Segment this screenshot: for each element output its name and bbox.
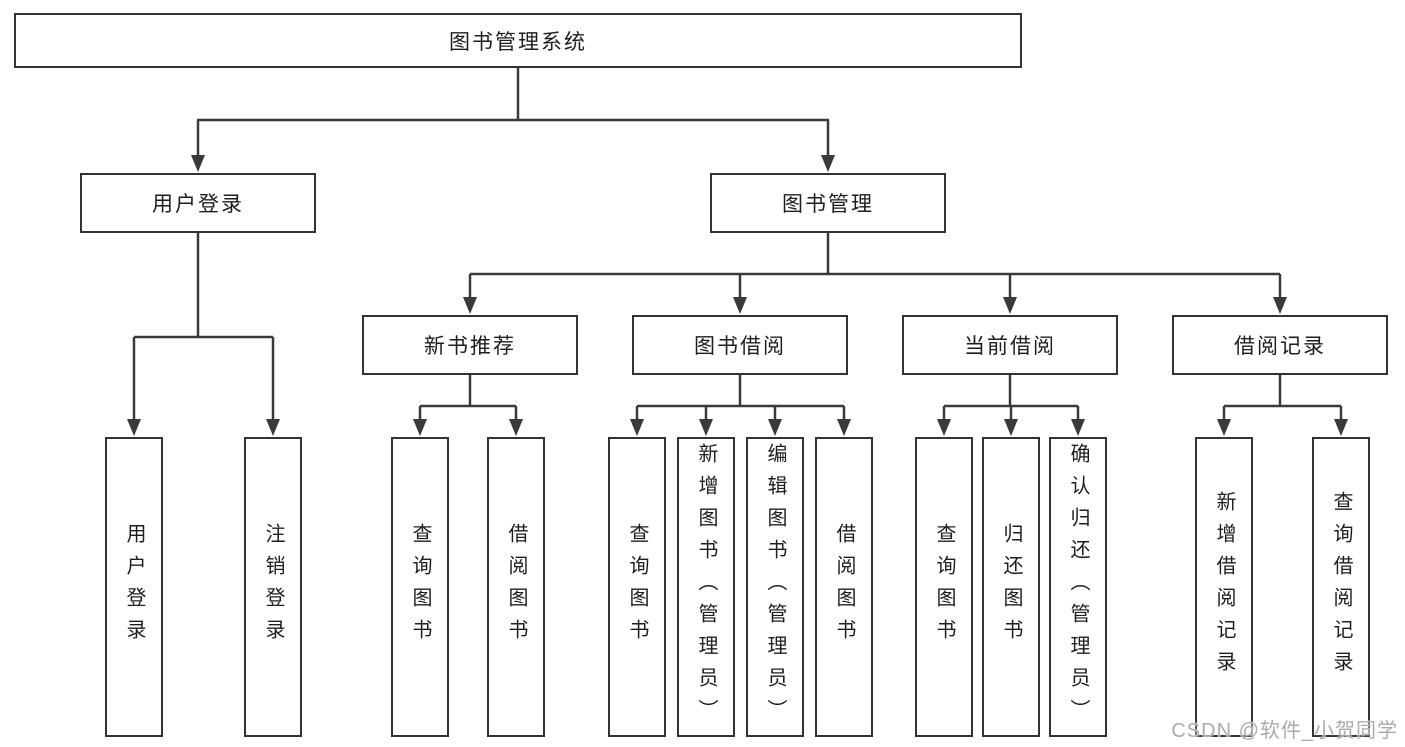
leaf-borrow-books-recommend: 借阅图书 — [487, 437, 545, 737]
leaf-query-borrow-record: 查询借阅记录 — [1312, 437, 1370, 737]
watermark: CSDN @软件_小贺同学 — [1171, 720, 1398, 742]
leaf-query-books-borrow: 查询图书 — [608, 437, 666, 737]
leaf-edit-book-admin: 编辑图书（管理员） — [746, 437, 804, 737]
leaf-add-book-admin: 新增图书（管理员） — [677, 437, 735, 737]
leaf-borrow-books-borrow: 借阅图书 — [815, 437, 873, 737]
leaf-user-login: 用户登录 — [105, 437, 163, 737]
leaf-return-books: 归还图书 — [982, 437, 1040, 737]
node-book-management: 图书管理 — [710, 173, 946, 233]
connector-lines — [132, 68, 1343, 422]
leaf-add-borrow-record: 新增借阅记录 — [1195, 437, 1253, 737]
node-current-borrow: 当前借阅 — [902, 315, 1118, 375]
node-user-login: 用户登录 — [80, 173, 316, 233]
leaf-query-books-current: 查询图书 — [915, 437, 973, 737]
leaf-confirm-return-admin: 确认归还（管理员） — [1049, 437, 1107, 737]
node-new-book-recommend: 新书推荐 — [362, 315, 578, 375]
node-book-borrow: 图书借阅 — [632, 315, 848, 375]
node-root: 图书管理系统 — [14, 13, 1022, 68]
node-borrow-records: 借阅记录 — [1172, 315, 1388, 375]
leaf-logout: 注销登录 — [244, 437, 302, 737]
leaf-query-books-recommend: 查询图书 — [391, 437, 449, 737]
